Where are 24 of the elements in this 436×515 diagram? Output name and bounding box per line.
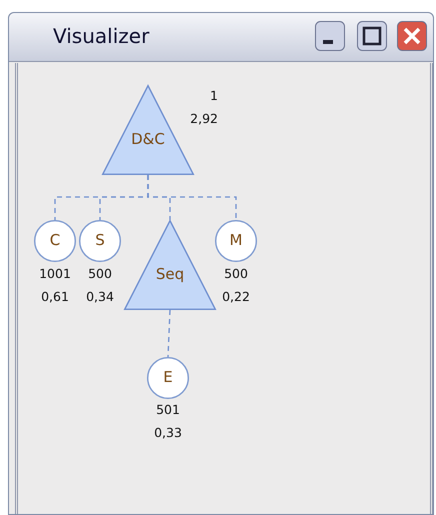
node-label: Seq <box>154 265 186 283</box>
triangle-node <box>124 220 216 310</box>
circle-node <box>147 357 189 399</box>
node-stat: 1001 <box>39 265 71 283</box>
node-label: S <box>94 231 106 249</box>
node-label: D&C <box>130 130 166 148</box>
node-stat: 500 <box>224 265 248 283</box>
circle-node <box>79 220 121 262</box>
connector-line <box>147 175 237 220</box>
node-label: C <box>48 231 62 249</box>
node-stat: 1 <box>210 87 218 105</box>
window-title: Visualizer <box>53 24 150 48</box>
circle-node <box>34 220 76 262</box>
node-stat: 0,61 <box>41 288 69 306</box>
connector-line <box>167 310 171 358</box>
node-label: M <box>228 231 244 249</box>
node-stat: 2,92 <box>190 110 218 128</box>
node-stat: 0,33 <box>154 424 182 442</box>
node-stat: 0,22 <box>222 288 250 306</box>
node-stat: 501 <box>156 401 180 419</box>
node-stat: 0,34 <box>86 288 114 306</box>
node-stat: 500 <box>88 265 112 283</box>
node-label: E <box>162 368 174 386</box>
circle-node <box>215 220 257 262</box>
